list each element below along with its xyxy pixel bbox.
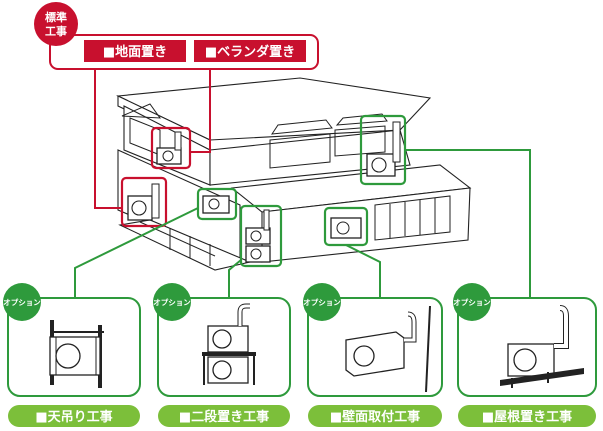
option-badge	[153, 283, 191, 321]
option-badge-text: オプション	[3, 297, 41, 307]
standard-connectors	[94, 58, 211, 209]
standard-badge-line1: 標準	[45, 10, 67, 24]
roof-placement-illustration	[500, 305, 584, 388]
wall-mount-label: ■壁面取付工事	[330, 409, 420, 425]
standard-construction-group: 標準 工事 ■地面置き ■ベランダ置き	[34, 2, 319, 70]
option-card-two-tier: オプション ■二段置き工事	[153, 283, 291, 427]
ceiling-hanging-label: ■天吊り工事	[35, 409, 112, 425]
veranda-placement-tag	[194, 40, 306, 62]
ground-unit-highlight	[120, 176, 168, 228]
option-badge	[303, 283, 341, 321]
house-illustration	[115, 77, 472, 271]
option-badge-text: オプション	[153, 297, 191, 307]
ceiling-hanging-illustration	[49, 320, 104, 388]
option-card-roof: オプション ■屋根置き工事	[453, 283, 597, 427]
two-tier-label: ■二段置き工事	[179, 409, 269, 425]
option-badge-text: オプション	[303, 297, 341, 307]
veranda-unit-highlight	[150, 126, 192, 170]
veranda-placement-label: ■ベランダ置き	[205, 44, 295, 60]
option-badge-text: オプション	[453, 297, 491, 307]
option-card-ceiling: オプション ■天吊り工事	[3, 283, 141, 427]
wall-unit-highlight	[323, 206, 369, 247]
option-badge	[3, 283, 41, 321]
roof-placement-label: ■屋根置き工事	[482, 409, 572, 425]
ground-placement-tag	[84, 40, 186, 62]
standard-badge	[34, 2, 78, 46]
standard-badge-line2: 工事	[45, 24, 67, 38]
option-badge	[453, 283, 491, 321]
ceiling-unit-highlight	[196, 187, 238, 221]
option-connectors	[74, 149, 531, 298]
two-tier-unit-highlight	[239, 204, 283, 268]
option-card-wall: オプション ■壁面取付工事	[303, 283, 443, 427]
two-tier-illustration	[202, 303, 256, 385]
wall-mount-illustration	[345, 305, 431, 393]
ground-placement-label: ■地面置き	[103, 44, 167, 60]
